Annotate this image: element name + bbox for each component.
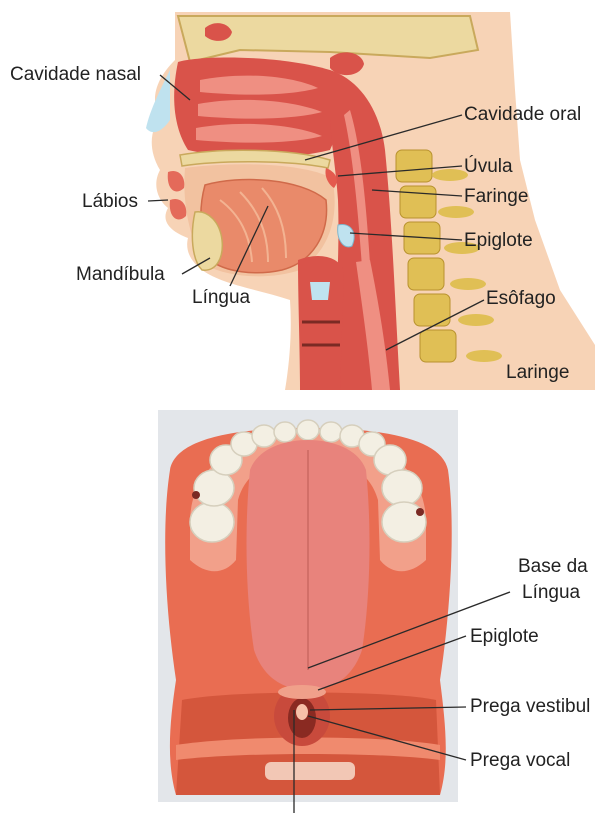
vocal-fold-model xyxy=(296,704,308,720)
label-mandibula: Mandíbula xyxy=(76,264,165,285)
gum-hole-left xyxy=(192,491,200,499)
label-prega-vestibular: Prega vestibul xyxy=(470,696,590,717)
oral-model-photo xyxy=(158,410,458,802)
nose-cartilage xyxy=(146,70,170,132)
gum-hole-right xyxy=(416,508,424,516)
label-epiglote-bottom: Epiglote xyxy=(470,626,539,647)
label-faringe: Faringe xyxy=(464,186,528,207)
larynx-highlight xyxy=(310,282,330,300)
label-base-da-lingua-line2: Língua xyxy=(522,582,581,603)
label-base-da-lingua-line1: Base da xyxy=(518,556,588,577)
label-uvula: Úvula xyxy=(464,155,513,177)
label-cavidade-nasal: Cavidade nasal xyxy=(10,64,141,85)
epiglottis-model xyxy=(278,685,326,699)
label-epiglote-top: Epiglote xyxy=(464,230,533,251)
label-esofago: Esôfago xyxy=(486,288,556,309)
label-labios: Lábios xyxy=(82,191,138,212)
bottom-labels: Base da Língua Epiglote Prega vestibul P… xyxy=(470,556,590,771)
model-slot xyxy=(265,762,355,780)
label-laringe: Laringe xyxy=(506,362,569,383)
label-lingua: Língua xyxy=(192,287,251,308)
label-cavidade-oral: Cavidade oral xyxy=(464,104,581,125)
label-prega-vocal: Prega vocal xyxy=(470,750,570,771)
